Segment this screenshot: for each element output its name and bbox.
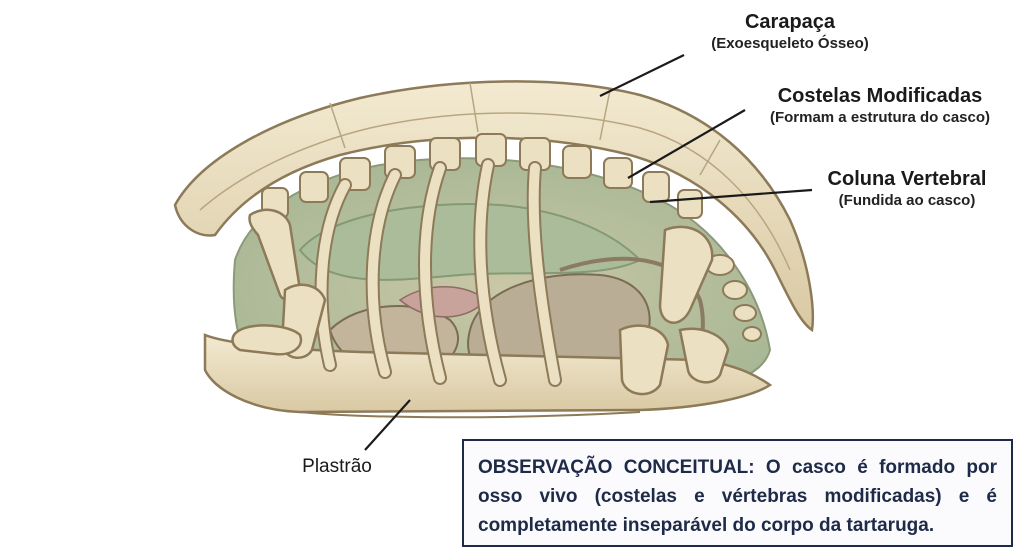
vertebra bbox=[642, 171, 670, 203]
pectoral-girdle bbox=[231, 208, 327, 359]
coluna-subtitle: (Fundida ao casco) bbox=[838, 192, 976, 209]
costelas-pointer bbox=[627, 109, 746, 179]
vertebra bbox=[677, 189, 703, 219]
carapaca-title: Carapaça bbox=[744, 11, 836, 33]
ribs-fill bbox=[316, 160, 560, 385]
plastrao-pointer bbox=[364, 399, 411, 451]
costelas-title: Costelas Modificadas bbox=[777, 85, 983, 107]
conceptual-note-text: OBSERVAÇÃO CONCEITUAL: O casco é formado… bbox=[478, 457, 997, 536]
tail bbox=[705, 254, 762, 342]
pointer-lines bbox=[364, 54, 813, 451]
pelvic-girdle bbox=[618, 225, 730, 396]
costelas-subtitle: (Formam a estrutura do casco) bbox=[769, 109, 991, 126]
plastron-lower-edge bbox=[299, 411, 641, 419]
plastrao-title: Plastrão bbox=[302, 456, 372, 477]
plastrao-label: Plastrão bbox=[282, 455, 392, 479]
vertebra bbox=[603, 157, 633, 189]
carapace-scute-divider bbox=[329, 82, 721, 176]
coluna-label: Coluna Vertebral (Fundida ao casco) bbox=[812, 167, 1002, 210]
carapaca-subtitle: (Exoesqueleto Ósseo) bbox=[711, 35, 869, 52]
vertebra bbox=[562, 145, 592, 179]
vertebra bbox=[299, 171, 329, 203]
costelas-label: Costelas Modificadas (Formam a estrutura… bbox=[745, 84, 1015, 127]
conceptual-note-box: OBSERVAÇÃO CONCEITUAL: O casco é formado… bbox=[462, 439, 1013, 547]
coluna-title: Coluna Vertebral bbox=[827, 168, 987, 190]
carapace-shape bbox=[173, 80, 815, 333]
carapaca-pointer bbox=[599, 54, 685, 97]
carapace-scute-line bbox=[199, 112, 791, 271]
carapaca-label: Carapaça (Exoesqueleto Ósseo) bbox=[690, 10, 890, 53]
coluna-pointer bbox=[649, 188, 813, 204]
